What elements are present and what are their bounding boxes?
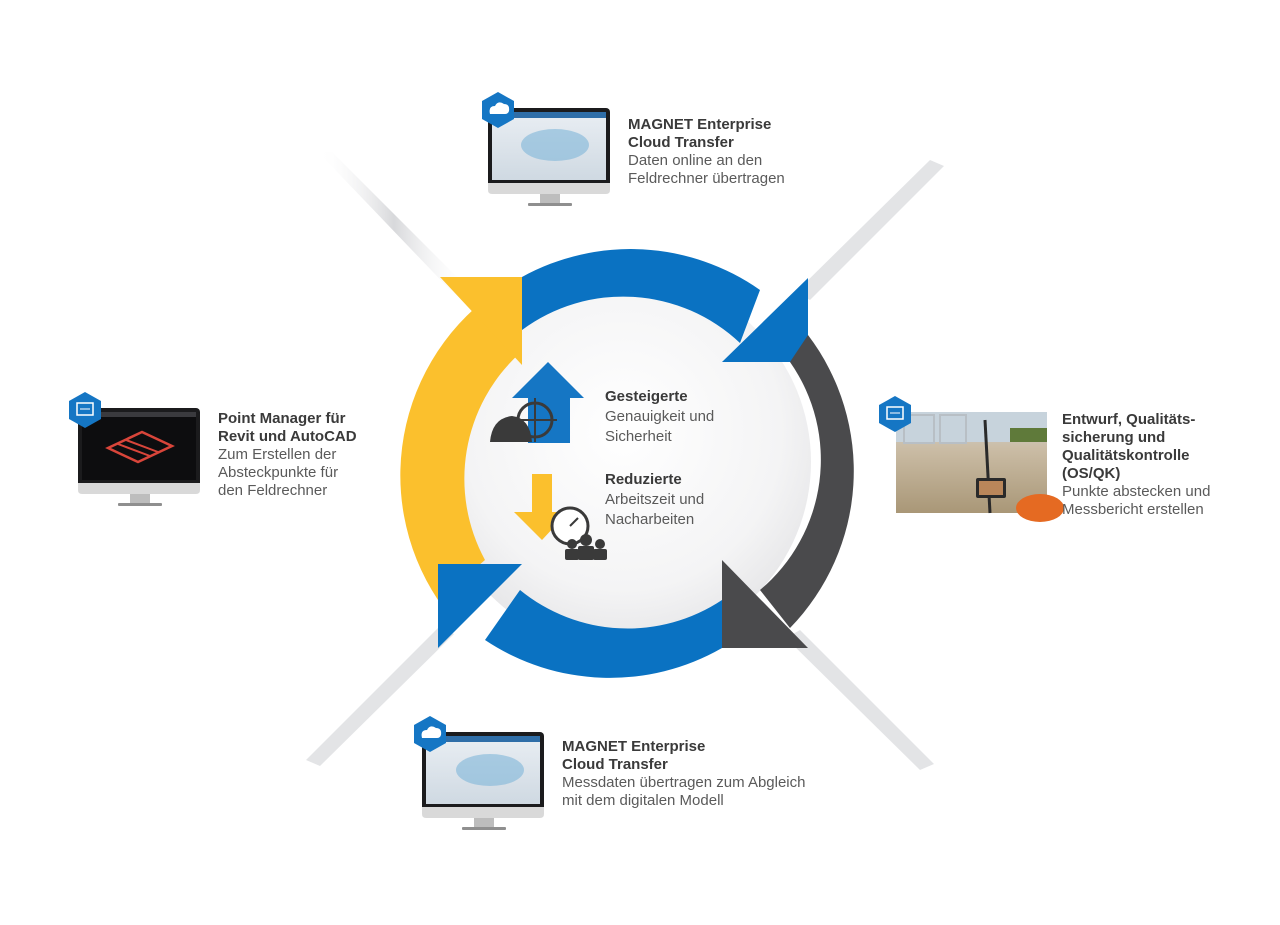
blue-arc-bottom (485, 590, 722, 678)
step-top-title-line2: Cloud Transfer (628, 134, 734, 151)
benefit-increase-line2: Sicherheit (605, 428, 672, 445)
benefit-increase-line1: Genauigkeit und (605, 408, 715, 425)
benefit-reduce: Reduzierte Arbeitszeit und Nacharbeiten (605, 470, 704, 530)
cycle-arrows (400, 249, 854, 678)
step-left: Point Manager für Revit und AutoCAD Zum … (218, 410, 357, 500)
blue-arrowhead-bottom (438, 564, 522, 648)
step-top-desc-line2: Feldrechner übertragen (628, 170, 785, 187)
step-left-title-line2: Revit und AutoCAD (218, 428, 357, 445)
benefit-increase: Gesteigerte Genauigkeit und Sicherheit (605, 387, 714, 447)
step-right-title-line4: (OS/QK) (1062, 465, 1121, 482)
benefit-increase-title: Gesteigerte (605, 388, 688, 405)
blueprint-icon (886, 406, 904, 420)
benefit-reduce-line2: Nacharbeiten (605, 511, 695, 528)
helmet-icon (490, 416, 532, 442)
cloud-icon (421, 726, 442, 738)
step-right-title-line2: sicherung und (1062, 429, 1166, 446)
badge-bottom (414, 716, 446, 752)
step-right-title-line1: Entwurf, Qualitäts- (1062, 411, 1196, 428)
step-right-title-line3: Qualitätskontrolle (1062, 447, 1190, 464)
dark-arrowhead (722, 560, 808, 648)
badge-top (482, 92, 514, 128)
step-right-desc-line2: Messbericht erstellen (1062, 501, 1204, 518)
step-right: Entwurf, Qualitäts- sicherung und Qualit… (1062, 411, 1210, 519)
blueprint-icon (76, 402, 94, 416)
badge-right (879, 396, 911, 432)
workers-icon (565, 534, 607, 560)
background-streaks (306, 152, 944, 770)
blue-arc-top (522, 249, 760, 343)
step-left-title-line1: Point Manager für (218, 410, 346, 427)
step-top-desc-line1: Daten online an den (628, 152, 763, 169)
step-bottom-title-line2: Cloud Transfer (562, 756, 668, 773)
step-right-desc-line1: Punkte abstecken und (1062, 483, 1211, 500)
arrow-up-icon (512, 362, 584, 443)
step-top: MAGNET Enterprise Cloud Transfer Daten o… (628, 116, 785, 188)
monitor-top (488, 108, 610, 206)
increase-icon (490, 362, 584, 443)
benefit-reduce-line1: Arbeitszeit und (605, 491, 705, 508)
step-left-desc-line3: den Feldrechner (218, 482, 328, 499)
monitor-bottom (422, 732, 544, 830)
center-disc (435, 274, 811, 650)
step-bottom-desc-line1: Messdaten übertragen zum Abgleich (562, 774, 806, 791)
yellow-arrowhead (440, 277, 522, 365)
cloud-icon (489, 102, 510, 114)
step-left-desc-line2: Absteckpunkte für (218, 464, 339, 481)
step-top-title-line1: MAGNET Enterprise (628, 116, 772, 133)
blue-arrowhead-top (722, 278, 808, 362)
dark-arc (760, 335, 854, 628)
yellow-arc (400, 281, 520, 600)
step-bottom-desc-line2: mit dem digitalen Modell (562, 792, 724, 809)
site-photo (896, 412, 1064, 522)
step-left-desc-line1: Zum Erstellen der (218, 446, 337, 463)
monitor-left (78, 408, 200, 506)
step-bottom-title-line1: MAGNET Enterprise (562, 738, 706, 755)
benefit-reduce-title: Reduzierte (605, 471, 682, 488)
badge-left (69, 392, 101, 428)
reduce-icon (514, 474, 607, 560)
step-bottom: MAGNET Enterprise Cloud Transfer Messdat… (562, 738, 805, 810)
